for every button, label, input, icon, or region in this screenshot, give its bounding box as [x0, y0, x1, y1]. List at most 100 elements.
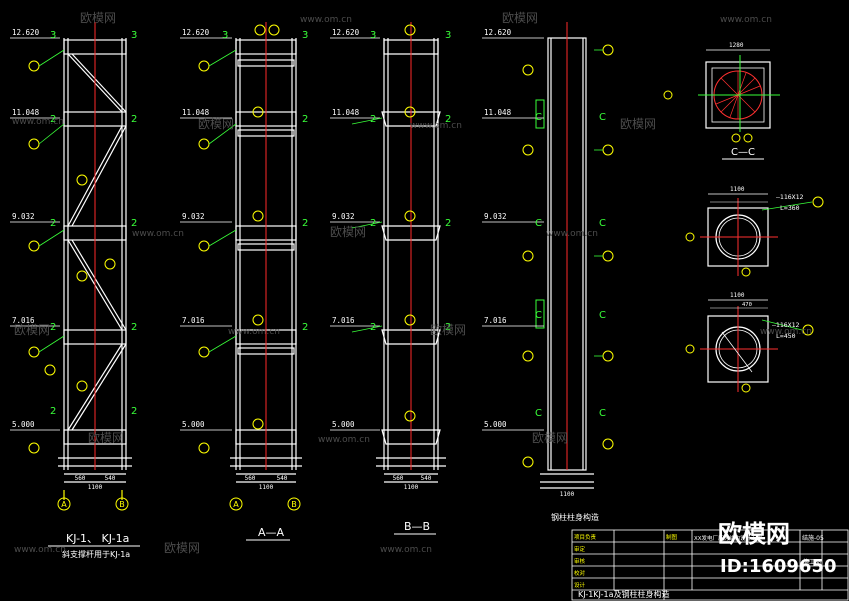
dim-half: 560: [393, 475, 404, 482]
section-mark-2: 2: [131, 322, 137, 333]
dim-half: 560: [75, 475, 86, 482]
elev-label: 11.048: [182, 108, 210, 117]
title-column-body: 钢柱柱身构造: [551, 512, 599, 522]
section-mark-2: 2: [131, 218, 137, 229]
section-detail-upper: 1100 —116X12 L=360: [685, 186, 824, 277]
watermark-brand: 欧模网: [80, 11, 116, 25]
elev-label: 9.032: [182, 212, 205, 221]
elev-label: 9.032: [484, 212, 507, 221]
section-mark-3: 3: [222, 30, 228, 41]
watermark-url: www.om.cn: [318, 435, 370, 445]
watermark-url: www.om.cn: [720, 15, 772, 25]
dim-base: 1100: [88, 484, 103, 491]
section-mark-3: 3: [370, 30, 376, 41]
section-mark-3: 3: [302, 30, 308, 41]
watermark-brand: 欧模网: [330, 225, 366, 239]
watermark-brand-large: 欧模网: [718, 520, 790, 548]
elev-label: 7.016: [332, 316, 355, 325]
tb-row: 审定: [574, 545, 586, 553]
dim-base: 1100: [259, 484, 274, 491]
section-mark-c: C: [599, 310, 606, 321]
axis-a: A: [61, 500, 67, 509]
leader-lines: [38, 49, 603, 357]
watermark-url: www.om.cn: [132, 229, 184, 239]
elev-label: 5.000: [484, 420, 507, 429]
title-section-a: A—A: [258, 526, 285, 539]
watermark-brand: 欧模网: [532, 431, 568, 445]
title-section-c: C—C: [731, 147, 755, 158]
elevation-markers: 12.620 11.048 9.032 7.016 5.000 12.620 1…: [10, 28, 544, 431]
elev-label: 7.016: [12, 316, 35, 325]
section-mark-2: 2: [302, 114, 308, 125]
view-titles: KJ-1、 KJ-1a 斜支撑杆用于KJ-1a A—A B—B 钢柱柱身构造 C…: [48, 147, 764, 559]
dim-base: 1100: [560, 491, 575, 498]
section-mark-2: 2: [302, 322, 308, 333]
section-mark-c: C: [535, 218, 542, 229]
section-mark-2: 2: [302, 218, 308, 229]
dim-sec: 1100: [730, 292, 745, 299]
dim-sub: 470: [742, 302, 752, 308]
plate-label: —116X12: [772, 321, 799, 329]
elev-label: 5.000: [12, 420, 35, 429]
tb-row: 制图: [666, 533, 678, 541]
title-frame: KJ-1、 KJ-1a: [66, 532, 129, 545]
plate-label: —116X12: [776, 193, 803, 201]
watermark-brand: 欧模网: [198, 117, 234, 131]
section-mark-2: 2: [50, 114, 56, 125]
watermark-url: www.om.cn: [760, 327, 812, 337]
section-mark-2: 2: [445, 322, 451, 333]
section-mark-3: 3: [445, 30, 451, 41]
watermark-url: www.om.cn: [300, 15, 352, 25]
section-mark-c: C: [535, 408, 542, 419]
section-cc-detail: 1280: [663, 42, 780, 143]
plate-length: L=450: [776, 332, 796, 340]
elev-label: 12.620: [12, 28, 40, 37]
watermark-brand: 欧模网: [88, 431, 124, 445]
section-cut-marks: 3 3 2 2 2 2 2 2 2 2 3 3 2 2 2 3 3 2 2 2 …: [50, 30, 606, 419]
tb-row: 校对: [574, 569, 586, 577]
title-block: [571, 529, 849, 601]
watermark-url: www.om.cn: [410, 121, 462, 131]
dim-half: 540: [277, 475, 288, 482]
elev-label: 12.620: [332, 28, 360, 37]
dim-sec: 1100: [730, 186, 745, 193]
section-mark-2: 2: [50, 322, 56, 333]
elev-label: 5.000: [332, 420, 355, 429]
watermark-brand: 欧模网: [430, 323, 466, 337]
watermark-url: www.om.cn: [228, 327, 280, 337]
watermark-url: www.om.cn: [12, 117, 64, 127]
tb-row: 审核: [574, 557, 586, 565]
corner-watermark: 欧模网 ID:1609650: [718, 520, 837, 577]
elev-label: 9.032: [12, 212, 35, 221]
elev-label: 9.032: [332, 212, 355, 221]
watermark-brand: 欧模网: [620, 117, 656, 131]
tb-row: 设计: [574, 581, 586, 589]
section-mark-2: 2: [445, 218, 451, 229]
elev-label: 12.620: [182, 28, 210, 37]
title-frame-note: 斜支撑杆用于KJ-1a: [62, 549, 130, 559]
tb-sheet-no: 结施-05: [802, 534, 824, 542]
tb-row: 项目负责: [574, 533, 597, 541]
section-mark-c: C: [599, 218, 606, 229]
dim-half: 540: [421, 475, 432, 482]
dim-cc: 1280: [729, 42, 744, 49]
watermark-brand: 欧模网: [502, 11, 538, 25]
section-mark-3: 3: [50, 30, 56, 41]
elev-label: 7.016: [484, 316, 507, 325]
elev-label: 11.048: [484, 108, 512, 117]
axis-b: B: [119, 500, 125, 509]
section-mark-3: 3: [131, 30, 137, 41]
section-mark-c: C: [599, 408, 606, 419]
watermark-url: www.om.cn: [380, 545, 432, 555]
watermarks: 欧模网 www.om.cn 欧模网 www.om.cn www.om.cn 欧模…: [12, 11, 812, 555]
section-detail-lower: 1100 470 —116X12 L=450: [685, 292, 814, 393]
elev-label: 11.048: [332, 108, 360, 117]
tb-project: XX发电厂厂房结构设计工程: [694, 534, 763, 542]
elev-label: 11.048: [12, 108, 40, 117]
section-mark-2: 2: [131, 406, 137, 417]
title-block-text: 项目负责 审定 审核 校对 设计 制图 XX发电厂厂房结构设计工程 结施-05 …: [574, 533, 824, 599]
dim-base: 1100: [404, 484, 419, 491]
axis-b: B: [291, 500, 297, 509]
elev-label: 7.016: [182, 316, 205, 325]
